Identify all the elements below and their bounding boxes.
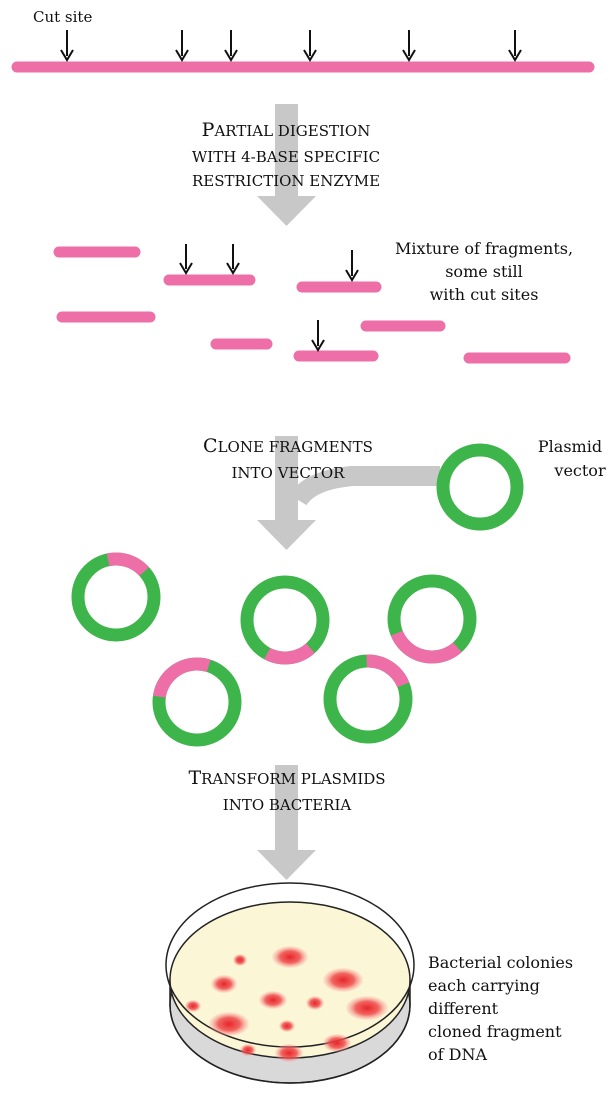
colony-4 — [211, 975, 237, 993]
cut-site-arrow-2 — [175, 30, 189, 62]
plasmid-insert-5 — [366, 654, 410, 688]
colony-10 — [279, 1020, 295, 1032]
plasmid-note-line-2: vector — [553, 461, 606, 480]
fragment-cut-arrow-3-head — [345, 269, 359, 282]
step1-line-2: WITH 4-BASE SPECIFIC — [192, 148, 380, 166]
fragment-cut-arrow-2 — [226, 244, 240, 275]
colonies-note-line-4: cloned fragment — [428, 1022, 562, 1041]
cut-site-arrows — [60, 30, 522, 62]
step2-line-1: CLONE FRAGMENTS — [203, 435, 373, 457]
colony-1 — [272, 946, 308, 968]
colony-6 — [306, 996, 324, 1010]
colony-13 — [275, 1044, 303, 1062]
fragment-cut-arrow-2-head — [226, 262, 240, 275]
recombinant-plasmid-2 — [240, 575, 330, 665]
fragment-cut-arrow-4-head — [311, 339, 325, 352]
fragments-note-line-3: with cut sites — [430, 285, 539, 304]
colonies-note-line-1: Bacterial colonies — [428, 953, 573, 972]
fragment-cut-arrow-4 — [311, 320, 325, 352]
plasmid-note-line-1: Plasmid — [538, 437, 602, 456]
colony-5 — [259, 991, 287, 1009]
plasmid-insert-3 — [390, 630, 462, 664]
fragment-cut-arrow-1-head — [179, 262, 193, 275]
colony-7 — [346, 996, 388, 1020]
step3-line-2: INTO BACTERIA — [223, 796, 352, 814]
cut-site-arrow-6-head — [508, 49, 522, 62]
step2-line-2: INTO VECTOR — [232, 464, 346, 482]
colony-11 — [323, 1034, 351, 1052]
step3-line-1: TRANSFORM PLASMIDS — [188, 767, 385, 789]
dna-fragments — [53, 244, 571, 364]
plasmid-merge-arrow — [289, 466, 440, 506]
step1-flow-arrow — [257, 104, 316, 226]
cut-site-arrow-1-head — [60, 49, 74, 62]
colonies-note-line-3: different — [428, 999, 499, 1018]
recombinant-plasmids — [71, 552, 477, 747]
colony-8 — [185, 1000, 201, 1012]
colonies-note-line-5: of DNA — [428, 1045, 487, 1064]
cut-site-arrow-2-head — [175, 49, 189, 62]
colony-3 — [323, 968, 363, 992]
cut-site-label: Cut site — [33, 8, 92, 26]
cut-site-arrow-4 — [303, 30, 317, 62]
step1-line-1: PARTIAL DIGESTION — [202, 119, 371, 141]
colony-9 — [209, 1012, 249, 1036]
fragment-cut-arrow-3 — [345, 250, 359, 282]
step1-line-3: RESTRICTION ENZYME — [192, 172, 380, 190]
cut-site-arrow-4-head — [303, 49, 317, 62]
cut-site-arrow-3 — [224, 30, 238, 62]
plasmid-insert-4 — [152, 657, 211, 698]
colonies-note-line-2: each carrying — [428, 976, 540, 995]
colony-12 — [240, 1044, 256, 1056]
cut-site-arrow-5 — [402, 30, 416, 62]
fragments-note-line-1: Mixture of fragments, — [395, 239, 573, 258]
plasmid-insert-2 — [264, 643, 315, 665]
step2-flow-arrow — [257, 436, 440, 550]
plasmid-vector — [436, 443, 524, 531]
cut-site-arrow-6 — [508, 30, 522, 62]
colony-2 — [233, 954, 247, 966]
agar-surface — [169, 901, 411, 1059]
fragment-cut-arrow-1 — [179, 244, 193, 275]
plasmid-insert-1 — [106, 552, 150, 577]
cut-site-arrow-3-head — [224, 49, 238, 62]
step3-flow-arrow — [257, 765, 316, 880]
bacterial-colonies — [185, 946, 388, 1062]
cut-site-arrow-5-head — [402, 49, 416, 62]
cut-site-arrow-1 — [60, 30, 74, 62]
fragments-note-line-2: some still — [445, 262, 523, 281]
